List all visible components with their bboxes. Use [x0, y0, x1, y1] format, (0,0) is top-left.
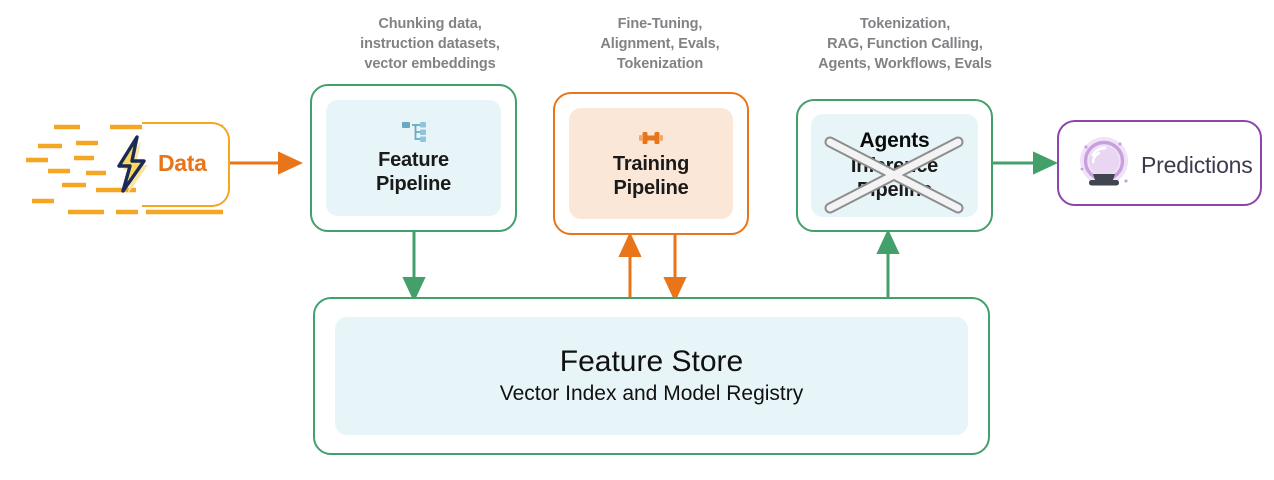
feature-pipeline-title-line1: Feature [378, 149, 449, 171]
caption-feature-pipeline: Chunking data, instruction datasets, vec… [360, 16, 500, 72]
caption-training-pipeline: Fine-Tuning, Alignment, Evals, Tokenizat… [600, 16, 720, 72]
training-pipeline-title-line1: Training [612, 152, 690, 175]
hierarchy-tree-icon [401, 120, 427, 144]
node-training-pipeline[interactable]: Training Pipeline [553, 92, 749, 235]
node-data-label: Data [158, 150, 207, 176]
feature-store-title: Feature Store [559, 345, 744, 378]
dumbbell-icon [637, 128, 665, 148]
inference-pipeline-annotation: Agents [859, 129, 930, 152]
lightning-bolt-icon [117, 135, 148, 195]
feature-pipeline-panel: Feature Pipeline [326, 100, 501, 216]
node-feature-pipeline[interactable]: Feature Pipeline [310, 84, 517, 232]
node-predictions-label: Predictions [1141, 152, 1253, 178]
node-feature-store[interactable]: Feature Store Vector Index and Model Reg… [313, 297, 990, 455]
feature-store-subtitle: Vector Index and Model Registry [499, 382, 804, 405]
crystal-ball-icon [1080, 137, 1128, 186]
feature-pipeline-title-line2: Pipeline [375, 173, 452, 195]
caption-inference-pipeline: Tokenization, RAG, Function Calling, Age… [818, 16, 992, 72]
training-pipeline-title-line2: Pipeline [613, 176, 689, 199]
node-data[interactable] [142, 122, 230, 207]
feature-store-panel: Feature Store Vector Index and Model Reg… [335, 317, 968, 435]
training-pipeline-panel: Training Pipeline [569, 108, 733, 219]
strikethrough-x-icon [824, 136, 964, 214]
